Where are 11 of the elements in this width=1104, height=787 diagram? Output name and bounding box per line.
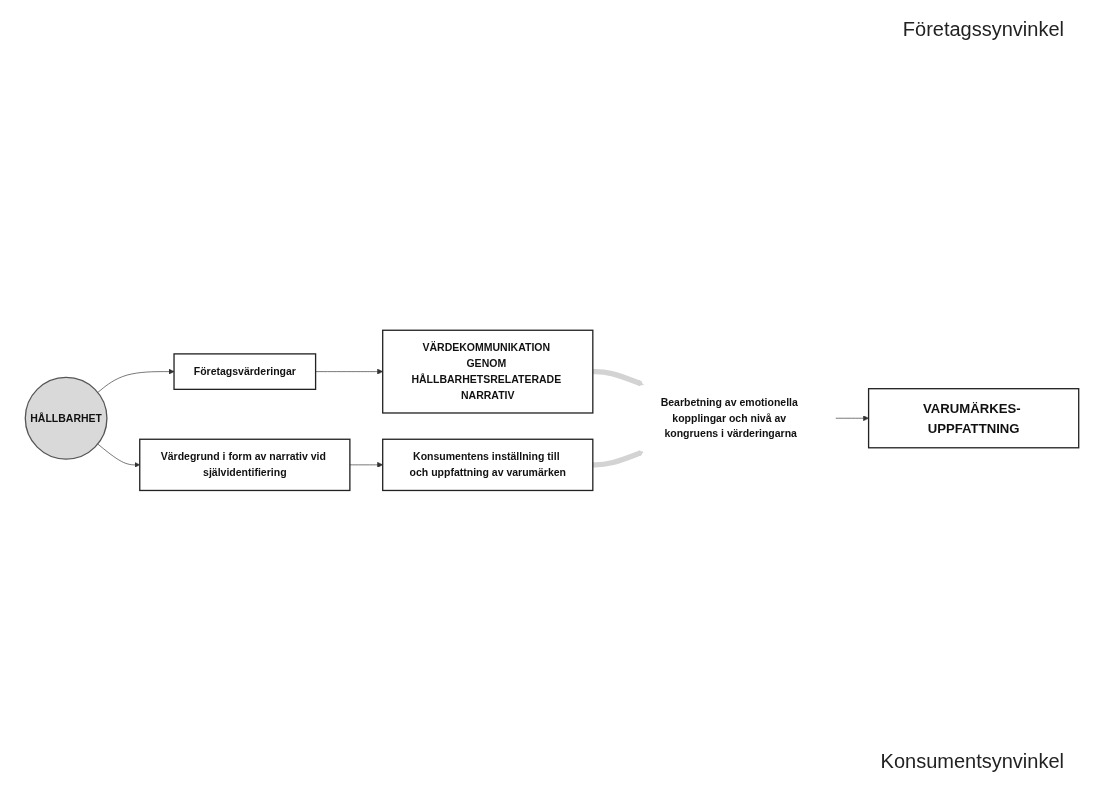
arrow <box>592 368 644 386</box>
node-box: Företagsvärderingar <box>173 352 317 390</box>
perspective-label: Konsumentsynvinkel <box>880 750 1064 773</box>
node-box: Konsumentens inställning till och uppfattning av varumärken <box>382 438 594 491</box>
node-box: Värdegrund i form av narrativ vid självidentifiering <box>139 438 351 491</box>
node-box: VÄRDEKOMMUNIKATION GENOM HÅLLBARHETSRELATERADE NARRATIV <box>382 329 594 414</box>
node-circle: HÅLLBARHET <box>24 376 108 460</box>
node-text: Bearbetning av emotionella kopplingar och nivå av kongruens i värderingarna <box>660 396 798 439</box>
node-box: VARUMÄRKES- UPPFATTNING <box>867 387 1080 449</box>
perspective-label: Företagssynvinkel <box>902 18 1064 41</box>
arrow <box>592 449 644 468</box>
